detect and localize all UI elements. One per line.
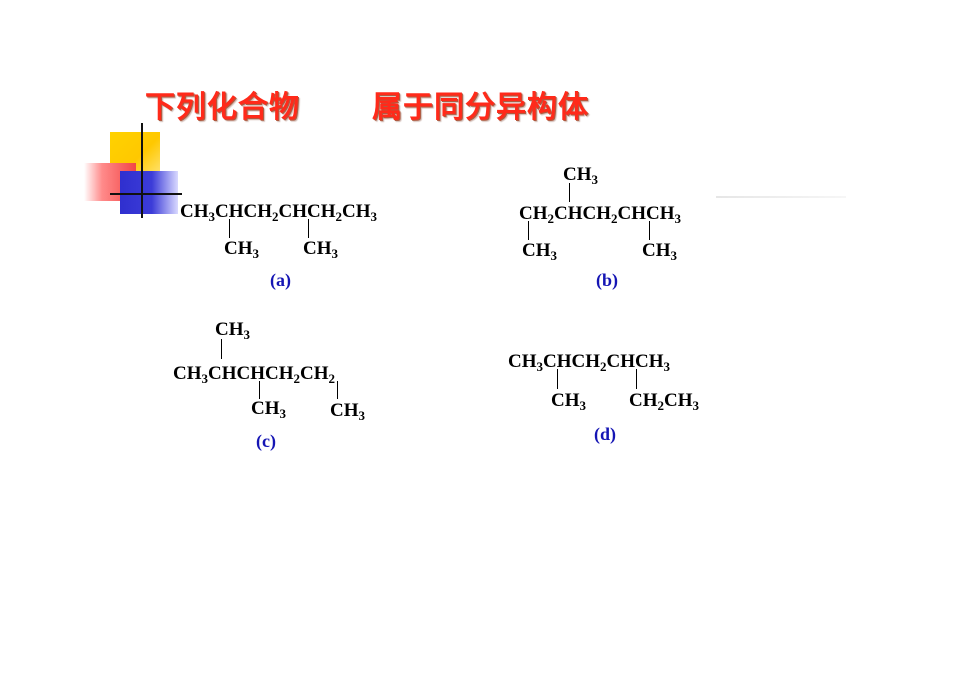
decor-blue-square xyxy=(120,171,178,214)
compound-c-main-chain: CH3CHCHCH2CH2 xyxy=(173,363,335,386)
compound-c-top-substituent: CH3 xyxy=(215,319,250,342)
compound-b-substituent-2: CH3 xyxy=(642,240,677,263)
compound-b-substituent-1: CH3 xyxy=(522,240,557,263)
compound-a-bond-1 xyxy=(229,219,230,238)
compound-c-bond-top xyxy=(221,339,222,359)
compound-d-substituent-1: CH3 xyxy=(551,390,586,413)
compound-b-bond-2 xyxy=(649,221,650,240)
decor-horizontal-line xyxy=(110,193,182,195)
compound-a-substituent-2: CH3 xyxy=(303,238,338,261)
compound-b-top-substituent: CH3 xyxy=(563,164,598,187)
compound-b-bond-top xyxy=(569,183,570,202)
compound-a-label: (a) xyxy=(270,270,291,290)
compound-c-substituent-1: CH3 xyxy=(251,398,286,421)
compound-c-bond-2 xyxy=(337,381,338,399)
compound-d-main-chain: CH3CHCH2CHCH3 xyxy=(508,351,670,374)
compound-d-substituent-2: CH2CH3 xyxy=(629,390,699,413)
compound-a-bond-2 xyxy=(308,219,309,238)
compound-c-label: (c) xyxy=(256,431,276,451)
compound-d-label: (d) xyxy=(594,424,616,444)
compound-d-bond-1 xyxy=(557,369,558,389)
decor-vertical-line xyxy=(141,123,143,218)
compound-a-main-chain: CH3CHCH2CHCH2CH3 xyxy=(180,201,377,224)
compound-b-bond-1 xyxy=(528,221,529,240)
slide-title-right: 属于同分异构体 xyxy=(372,90,589,125)
compound-b-label: (b) xyxy=(596,270,618,290)
slide-title-left: 下列化合物 xyxy=(145,90,300,125)
compound-d-bond-2 xyxy=(636,369,637,389)
decor-faint-line xyxy=(716,196,846,198)
compound-b-main-chain: CH2CHCH2CHCH3 xyxy=(519,203,681,226)
compound-c-bond-1 xyxy=(259,381,260,399)
compound-c-substituent-2: CH3 xyxy=(330,400,365,423)
compound-a-substituent-1: CH3 xyxy=(224,238,259,261)
